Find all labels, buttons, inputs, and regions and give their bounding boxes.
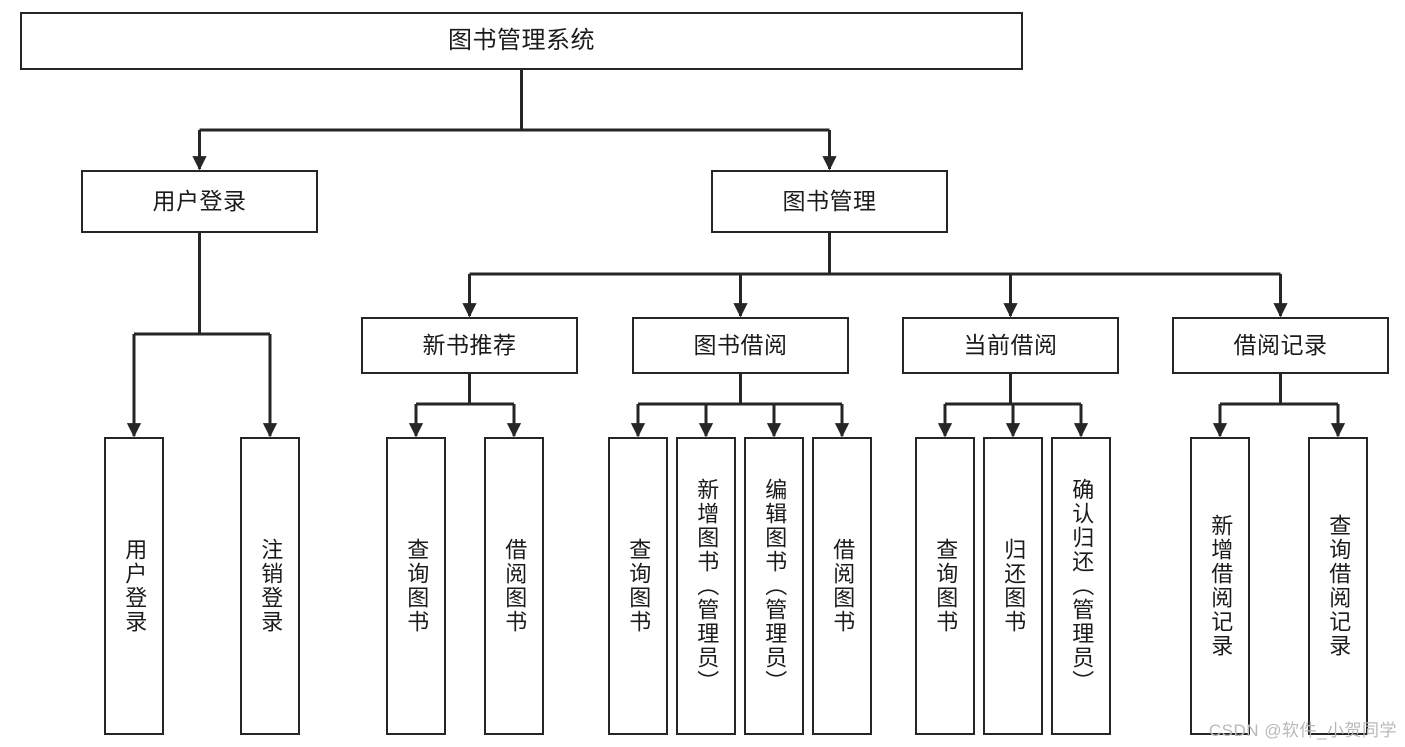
node-label: 新增图书（管理员）: [694, 478, 720, 694]
node-label: 编辑图书（管理员）: [762, 478, 788, 694]
node-l-editbook[interactable]: 编辑图书（管理员）: [744, 437, 804, 735]
node-l-bbook2[interactable]: 借阅图书: [812, 437, 872, 735]
node-label: 注销登录: [258, 538, 284, 634]
node-l-addrec[interactable]: 新增借阅记录: [1190, 437, 1250, 735]
node-label: 查询图书: [933, 538, 959, 634]
node-label: 查询借阅记录: [1326, 514, 1352, 658]
node-l-confirm[interactable]: 确认归还（管理员）: [1051, 437, 1111, 735]
node-label: 查询图书: [626, 538, 652, 634]
node-label: 借阅记录: [1233, 332, 1328, 359]
node-label: 用户登录: [152, 188, 247, 215]
node-label: 借阅图书: [830, 538, 856, 634]
node-label: 确认归还（管理员）: [1069, 478, 1095, 694]
node-newrec[interactable]: 新书推荐: [361, 317, 578, 374]
node-l-login[interactable]: 用户登录: [104, 437, 164, 735]
node-label: 新增借阅记录: [1208, 514, 1234, 658]
node-l-qbook1[interactable]: 查询图书: [386, 437, 446, 735]
node-label: 借阅图书: [502, 538, 528, 634]
watermark: CSDN @软件_小贺同学: [1208, 721, 1397, 740]
node-label: 归还图书: [1001, 538, 1027, 634]
node-l-addbook[interactable]: 新增图书（管理员）: [676, 437, 736, 735]
node-l-logout[interactable]: 注销登录: [240, 437, 300, 735]
node-label: 图书借阅: [693, 332, 788, 359]
node-label: 当前借阅: [963, 332, 1058, 359]
node-label: 图书管理系统: [448, 27, 595, 55]
node-l-qbook3[interactable]: 查询图书: [915, 437, 975, 735]
node-current[interactable]: 当前借阅: [902, 317, 1119, 374]
node-label: 用户登录: [122, 538, 148, 634]
node-root[interactable]: 图书管理系统: [20, 12, 1023, 70]
node-label: 新书推荐: [422, 332, 517, 359]
node-bookmgmt[interactable]: 图书管理: [711, 170, 948, 233]
node-l-return[interactable]: 归还图书: [983, 437, 1043, 735]
node-label: 查询图书: [404, 538, 430, 634]
node-l-qbook2[interactable]: 查询图书: [608, 437, 668, 735]
node-l-bbook1[interactable]: 借阅图书: [484, 437, 544, 735]
node-l-qrec[interactable]: 查询借阅记录: [1308, 437, 1368, 735]
node-label: 图书管理: [782, 188, 877, 215]
node-borrow[interactable]: 图书借阅: [632, 317, 849, 374]
node-records[interactable]: 借阅记录: [1172, 317, 1389, 374]
node-login[interactable]: 用户登录: [81, 170, 318, 233]
